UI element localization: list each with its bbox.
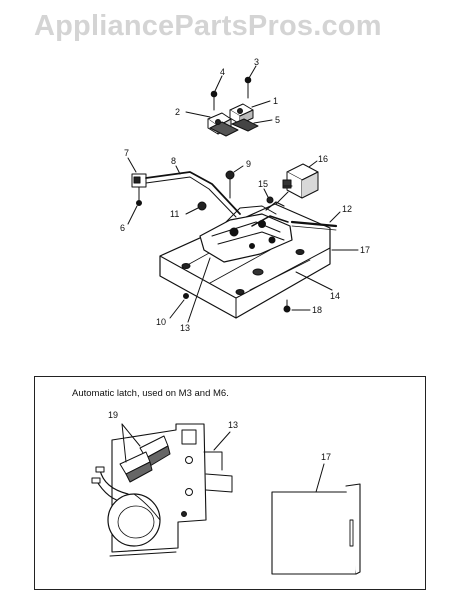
callout-10: 10 xyxy=(156,317,166,327)
callout-6: 6 xyxy=(120,223,125,233)
latch-arm-assembly xyxy=(127,157,241,218)
callout-8: 8 xyxy=(171,156,176,166)
callout-7: 7 xyxy=(124,148,129,158)
washer-9-icon xyxy=(225,165,244,199)
callout-2: 2 xyxy=(175,107,180,117)
spring-12 xyxy=(290,211,341,231)
inset-frame xyxy=(34,376,426,590)
callout-15: 15 xyxy=(258,179,268,189)
callout-12: 12 xyxy=(342,204,352,214)
inset-callout-13: 13 xyxy=(228,420,238,430)
callout-17: 17 xyxy=(360,245,370,255)
screw-18-icon xyxy=(283,299,311,313)
screw-6-icon xyxy=(127,186,142,225)
callout-5: 5 xyxy=(275,115,280,125)
callout-3: 3 xyxy=(254,57,259,67)
inset-latch-drawing xyxy=(91,423,233,557)
washer-11-icon xyxy=(185,201,207,215)
callout-4: 4 xyxy=(220,67,225,77)
latch-mechanism xyxy=(199,201,293,263)
callout-1: 1 xyxy=(273,96,278,106)
screw-3-icon xyxy=(244,76,252,99)
inset-callout-17: 17 xyxy=(321,452,331,462)
inset-caption: Automatic latch, used on M3 and M6. xyxy=(72,388,229,399)
inset-callout-19: 19 xyxy=(108,410,118,420)
screw-15-icon xyxy=(263,188,274,204)
watermark-text: AppliancePartsPros.com xyxy=(34,10,382,42)
callout-9: 9 xyxy=(246,159,251,169)
screw-4-icon xyxy=(210,90,218,111)
switch-cluster xyxy=(207,103,259,137)
inset-part-17-panel xyxy=(271,463,361,575)
screw-10-icon xyxy=(169,293,189,319)
callout-13: 13 xyxy=(180,323,190,333)
callout-16: 16 xyxy=(318,154,328,164)
callout-11: 11 xyxy=(170,209,179,219)
solenoid-16 xyxy=(275,160,319,205)
callout-18: 18 xyxy=(312,305,322,315)
callout-14: 14 xyxy=(330,291,340,301)
